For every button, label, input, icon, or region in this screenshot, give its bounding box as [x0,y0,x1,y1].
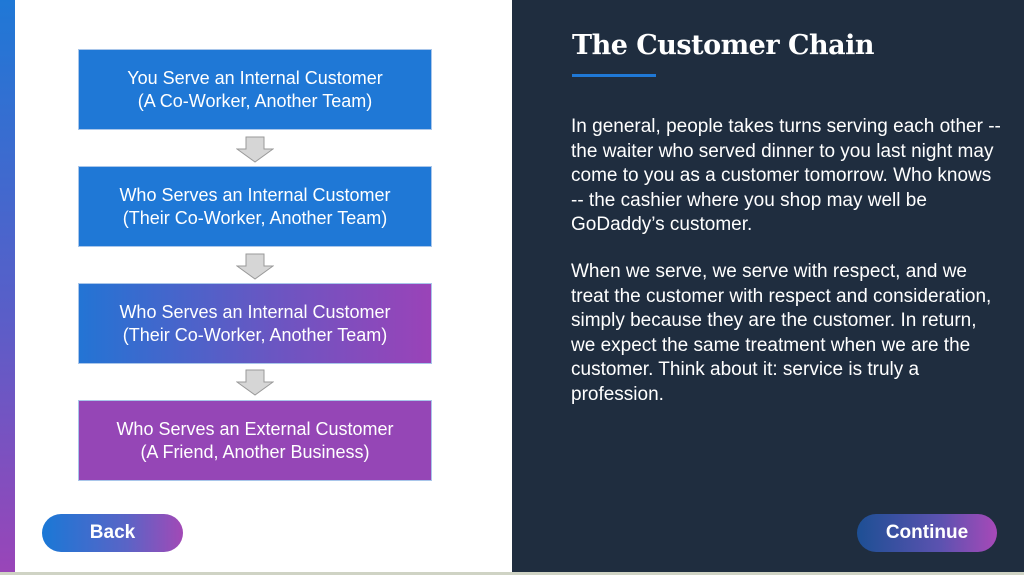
arrow-down-icon [236,253,274,280]
flow-box-subtitle: (A Co-Worker, Another Team) [137,90,373,111]
flow-box-title: You Serve an Internal Customer [127,67,383,88]
paragraph-2: When we serve, we serve with respect, an… [571,261,992,405]
flow-box-subtitle: (Their Co-Worker, Another Team) [122,207,388,228]
content-panel [512,0,1024,575]
title-underline [572,74,656,77]
flow-box-4: Who Serves an External Customer(A Friend… [78,400,432,481]
flow-box-2: Who Serves an Internal Customer(Their Co… [78,166,432,247]
arrow-down-icon [236,136,274,163]
flow-box-3: Who Serves an Internal Customer(Their Co… [78,283,432,364]
arrow-down-icon [236,369,274,396]
flow-box-title: Who Serves an Internal Customer [119,184,391,205]
back-button[interactable]: Back [42,514,183,552]
continue-button[interactable]: Continue [857,514,997,552]
flow-box-subtitle: (A Friend, Another Business) [140,441,370,462]
flow-box-title: Who Serves an External Customer [116,418,394,439]
flow-box-subtitle: (Their Co-Worker, Another Team) [122,324,388,345]
bottom-border [0,572,1024,575]
paragraph-1: In general, people takes turns serving e… [571,116,1001,235]
accent-strip [0,0,15,575]
page-title: The Customer Chain [572,30,874,61]
flow-box-1: You Serve an Internal Customer(A Co-Work… [78,49,432,130]
flow-box-title: Who Serves an Internal Customer [119,301,391,322]
